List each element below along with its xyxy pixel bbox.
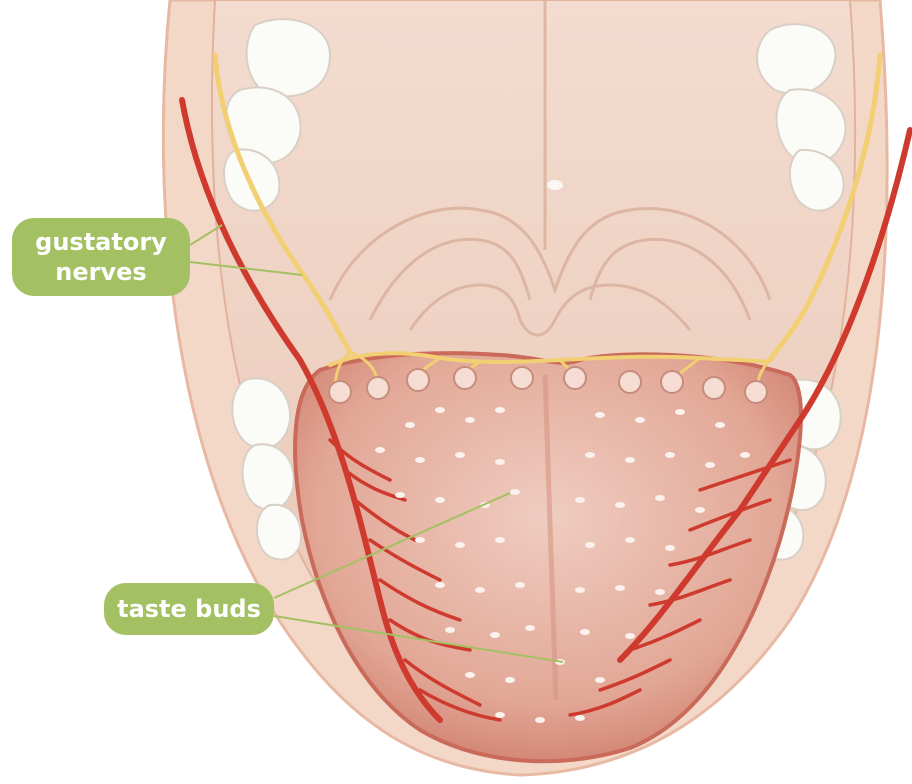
gustatory-label-line2: nerves [12,257,190,287]
gustatory-nerves-label: gustatory nerves [12,218,190,296]
taste-buds-label: taste buds [104,583,274,635]
gustatory-label-line1: gustatory [12,227,190,257]
